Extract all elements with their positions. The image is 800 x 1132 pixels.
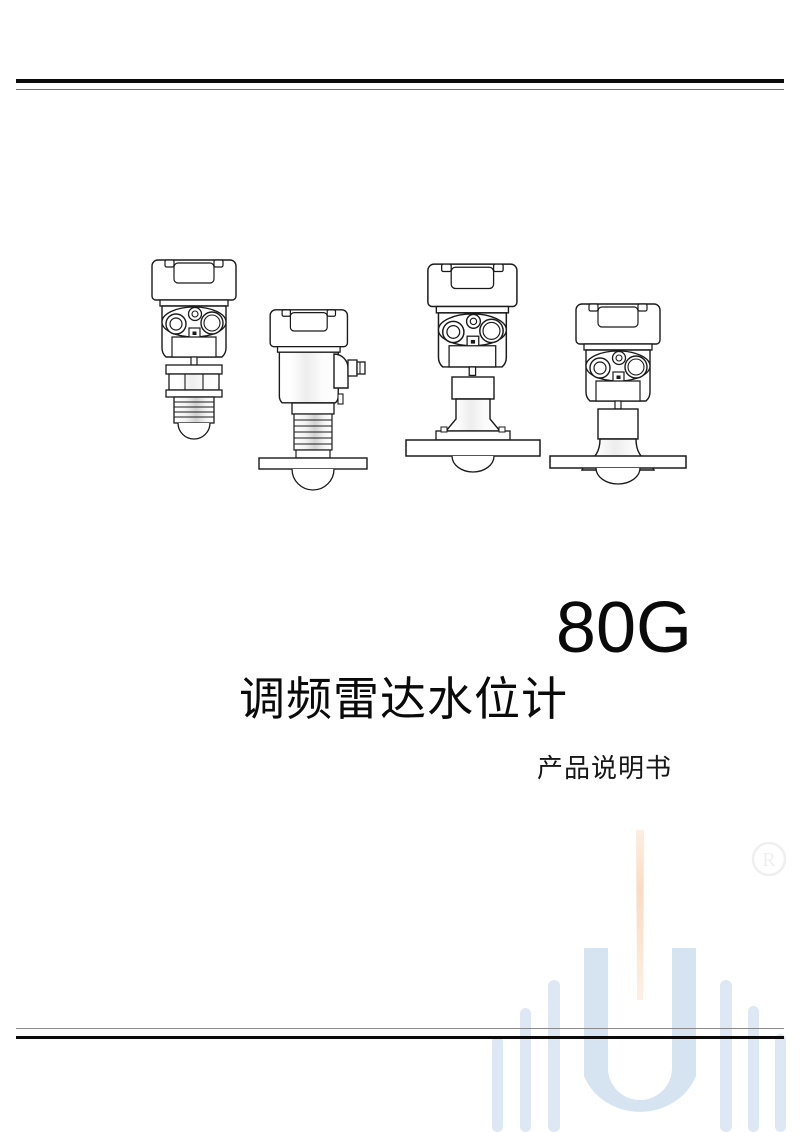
top-border-thick [16, 79, 784, 83]
svg-text:R: R [762, 849, 776, 871]
top-border-thin [16, 89, 784, 90]
registered-trademark-icon: R [748, 838, 790, 880]
watermark-center-bracket [584, 948, 696, 1112]
product-device-2 [258, 309, 368, 491]
product-device-3 [405, 263, 541, 473]
model-title: 80G [555, 588, 692, 668]
product-illustration-band [0, 0, 800, 520]
bottom-border-thick [16, 1036, 784, 1039]
page-title: 调频雷达水位计 [239, 673, 568, 725]
document-kind-label: 产品说明书 [536, 753, 672, 783]
product-device-4 [549, 303, 687, 485]
watermark-center-spike [636, 830, 644, 1000]
watermark-left-bars [492, 980, 560, 1132]
watermark-right-bars [720, 980, 786, 1132]
product-device-1 [151, 259, 237, 440]
bottom-border-thin [16, 1028, 784, 1029]
